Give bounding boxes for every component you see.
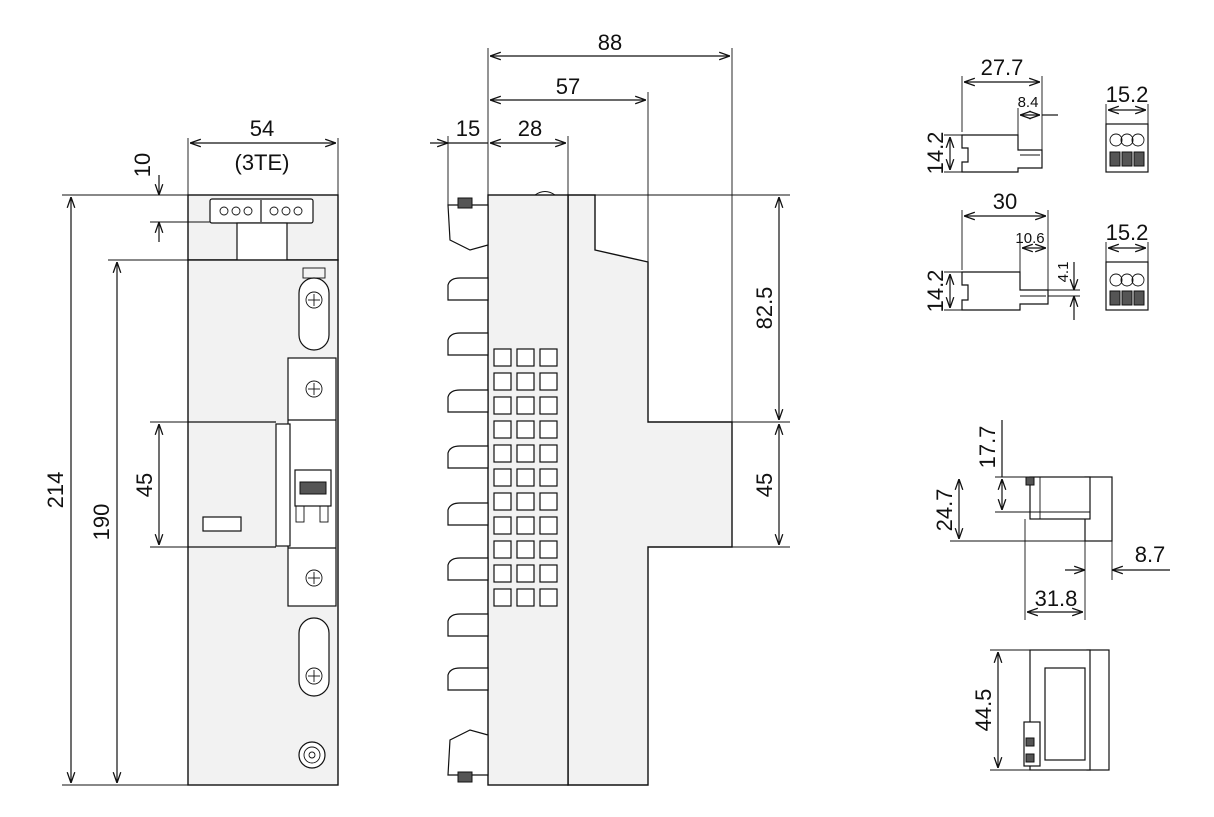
vent-cell [539,396,558,415]
vent-cell [493,444,512,463]
vent-cell [539,348,558,367]
front-breaker-lever [299,481,327,495]
front-view [187,194,339,786]
connector-2 [961,261,1149,311]
vent-cell [516,420,535,439]
side-lower-height-label: 45 [752,473,777,497]
front-ground-screw [298,741,326,769]
connector-2-width-label: 30 [993,189,1017,214]
vent-cell [516,588,535,607]
side-bottom-clip [447,729,489,776]
vent-cell [516,540,535,559]
vent-cell [516,372,535,391]
vent-cell [539,372,558,391]
vent-cell [493,540,512,559]
side-depth-back-label: 15 [456,116,480,141]
side-dimensions: 88 57 15 28 82.5 45 [430,30,790,548]
connector-1-height-label: 14.2 [923,132,948,175]
plug-offset-label: 8.7 [1135,542,1166,567]
front-breaker-height-label: 45 [132,473,157,497]
connector-2-terminals [1109,273,1145,306]
vent-cell [493,564,512,583]
connector-1-front-width-label: 15.2 [1106,82,1149,107]
side-upper-height-label: 82.5 [752,287,777,330]
connector-2-side [961,271,1049,311]
vent-cell [516,444,535,463]
vent-cell [493,588,512,607]
vent-cell [493,348,512,367]
plug-width-label: 31.8 [1035,586,1078,611]
vent-cell [516,564,535,583]
front-terminal-screws [219,200,303,222]
vent-cell [539,564,558,583]
front-width-note: (3TE) [235,150,290,175]
connector-1-terminals [1109,133,1145,167]
plug-detail [1025,476,1113,542]
connector-1-dimensions: 27.7 8.4 14.2 15.2 [923,55,1149,175]
plug-side-view [1023,649,1110,771]
front-width-label: 54 [250,116,274,141]
vent-cell [516,516,535,535]
front-dimensions: 54 (3TE) 10 214 190 45 [43,116,339,786]
vent-cell [516,468,535,487]
vent-cell [493,372,512,391]
connector-2-front-width-label: 15.2 [1106,220,1149,245]
side-view [447,191,733,786]
vent-cell [539,444,558,463]
vent-cell [539,516,558,535]
front-top-offset-label: 10 [130,153,155,177]
connector-2-pin-label: 4.1 [1055,262,1072,283]
vent-cell [493,516,512,535]
vent-cell [516,396,535,415]
plug-inner-height-label: 17.7 [975,426,1000,469]
front-upper-slot [298,277,330,351]
side-front-body [487,194,569,786]
connector-2-height-label: 14.2 [923,270,948,313]
side-back-profile [567,194,733,786]
front-label-window [202,516,242,532]
connector-1-inner-label: 8.4 [1018,94,1039,111]
connector-2-dimensions: 30 10.6 4.1 14.2 15.2 [923,189,1149,320]
plug-side-window [1044,667,1086,761]
front-body-height-label: 190 [89,504,114,541]
vent-cell [493,492,512,511]
connector-1 [961,123,1149,173]
plug-detail-dimensions: 17.7 24.7 8.7 31.8 [932,420,1170,620]
plug-side-dimensions: 44.5 [971,649,1030,771]
connector-2-inner-label: 10.6 [1015,230,1044,247]
vent-cell [493,420,512,439]
vent-cell [516,348,535,367]
side-depth-front-label: 28 [518,116,542,141]
side-depth-total-label: 88 [598,30,622,55]
front-total-height-label: 214 [43,472,68,509]
side-top-clip [447,204,489,251]
vent-cell [493,396,512,415]
vent-cell [539,468,558,487]
vent-cell [539,540,558,559]
vent-cell [493,468,512,487]
vent-cell [539,492,558,511]
plug-height-label: 24.7 [932,489,957,532]
vent-cell [539,588,558,607]
side-depth-mid-label: 57 [556,74,580,99]
vent-cell [516,492,535,511]
front-breaker-left [275,423,291,547]
side-cooling-fins [447,277,489,691]
connector-1-side [961,134,1043,173]
front-lower-slot [298,617,330,697]
connector-1-width-label: 27.7 [981,55,1024,80]
side-vent-grid [493,348,558,607]
plug-detail-body [1029,476,1091,520]
plug-side-height-label: 44.5 [971,689,996,732]
vent-cell [539,420,558,439]
